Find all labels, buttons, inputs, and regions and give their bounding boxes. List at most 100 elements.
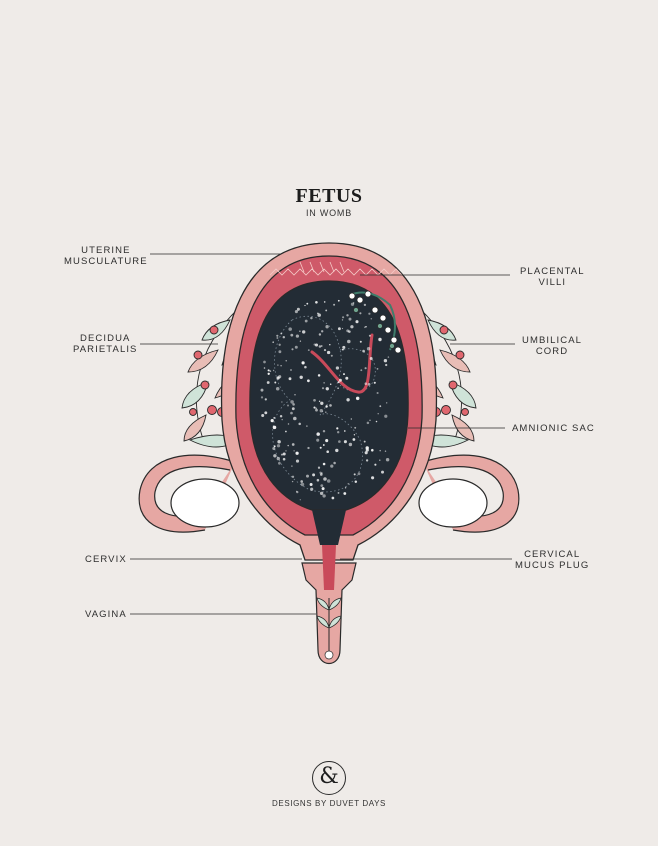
fetus-dot — [278, 461, 281, 465]
label-line: AMNIONIC SAC — [512, 423, 595, 434]
fetus-dot — [275, 387, 280, 391]
fetus-dot — [319, 471, 322, 474]
fetus-dot — [319, 491, 324, 496]
label-line: MUSCULATURE — [64, 256, 148, 267]
cervix-vagina — [301, 545, 357, 665]
fetus-dot — [290, 411, 293, 415]
fetus-dot — [350, 418, 352, 420]
fetus-dot — [352, 302, 355, 304]
fetus-dot — [338, 440, 341, 443]
fetus-dot — [368, 334, 371, 337]
fetus-dot — [296, 307, 300, 311]
fetus-dot — [364, 326, 366, 329]
label-line: VILLI — [538, 277, 567, 288]
fetus-dot — [321, 387, 325, 390]
fetus-dot — [383, 359, 388, 363]
fetus-dot — [375, 420, 378, 423]
fetus-dot — [346, 398, 350, 402]
fetus-dot — [364, 451, 368, 455]
fetus-dot — [273, 445, 276, 448]
fetus-dot — [306, 302, 309, 305]
label-line: UMBILICAL — [522, 335, 583, 346]
fetus-dot — [273, 416, 276, 419]
fetus-dot — [384, 414, 388, 418]
fetus-dot — [272, 447, 276, 450]
fetus-dot — [310, 316, 313, 320]
fetus-dot — [290, 369, 292, 371]
fetus-dot — [306, 425, 308, 427]
fetus-dot — [348, 442, 353, 447]
leader-lines — [130, 253, 515, 615]
label-umbilical-cord: UMBILICAL CORD — [522, 335, 582, 357]
fetus-dot — [343, 430, 346, 432]
fetus-dot — [326, 450, 330, 454]
fetus-dot — [330, 354, 333, 357]
fetus-dot — [343, 373, 345, 376]
fetus-dot — [293, 450, 295, 452]
label-amnionic-sac: AMNIONIC SAC — [512, 423, 595, 434]
fetus-dot — [384, 450, 387, 452]
fetus-dot — [285, 430, 287, 433]
fetus-dot — [261, 413, 265, 418]
fetus-dot — [363, 440, 366, 443]
label-line: DECIDUA — [80, 333, 131, 344]
fetus-dot — [318, 400, 321, 402]
fetus-dot — [313, 398, 316, 402]
fetus-dots — [260, 299, 390, 501]
fetus-dot — [290, 333, 294, 337]
fetus-dot — [355, 320, 359, 324]
fetus-dot — [276, 456, 280, 461]
fetus-dot — [381, 470, 384, 474]
fetus-dot — [319, 409, 323, 413]
fetus-dot — [323, 477, 327, 481]
label-line: MUCUS PLUG — [515, 560, 590, 571]
fetus-dot — [282, 452, 286, 456]
fetus-dot — [276, 444, 281, 448]
fetus-dot — [320, 484, 324, 487]
fetus-dot — [290, 400, 294, 404]
fetus-dot — [321, 330, 324, 333]
fetus-dot — [317, 466, 321, 469]
fetus-dot — [294, 394, 296, 396]
placental-villi — [348, 290, 402, 354]
fetus-dot — [374, 463, 377, 466]
fetus-dot — [371, 448, 374, 452]
fetus-dot — [345, 376, 349, 380]
fetus-dot — [386, 402, 388, 404]
fetus-dot — [359, 312, 362, 315]
fetus-dot — [321, 487, 325, 491]
label-decidua-parietalis: DECIDUA PARIETALIS — [73, 333, 138, 355]
fetus-dot — [369, 357, 373, 360]
fetus-dot — [315, 301, 318, 304]
fetus-dot — [304, 319, 308, 323]
fetus-dot — [299, 499, 301, 501]
fetus-dot — [346, 314, 349, 317]
fetus-dot — [336, 427, 339, 430]
fetus-dot — [373, 381, 376, 384]
fetus-dot — [318, 345, 322, 348]
fetus-dot — [307, 379, 310, 383]
fetus-dot — [291, 465, 293, 467]
fetus-dot — [320, 473, 323, 476]
label-line: CORD — [535, 346, 569, 357]
fetus-dot — [309, 483, 313, 486]
fetus-dot — [364, 367, 367, 370]
fetus-dot — [299, 375, 303, 379]
fetus-dot — [298, 422, 301, 426]
fetus-dot — [337, 387, 339, 389]
fetus-dot — [320, 345, 323, 347]
fetus-dot — [263, 360, 266, 364]
fetus-dot — [362, 349, 365, 353]
fetus-dot — [341, 319, 344, 321]
fetus-dot — [316, 478, 320, 482]
fetus-dot — [287, 423, 290, 425]
fetus-dot — [278, 375, 282, 379]
fetus-dot — [280, 365, 282, 367]
fetus-dot — [294, 310, 298, 314]
fetus-dot — [322, 429, 326, 433]
fetus-dot — [272, 369, 275, 372]
fetus-dot — [315, 407, 318, 410]
fetus-dot — [350, 302, 355, 306]
fetus-dot — [304, 365, 307, 369]
fetus-dot — [365, 459, 369, 462]
